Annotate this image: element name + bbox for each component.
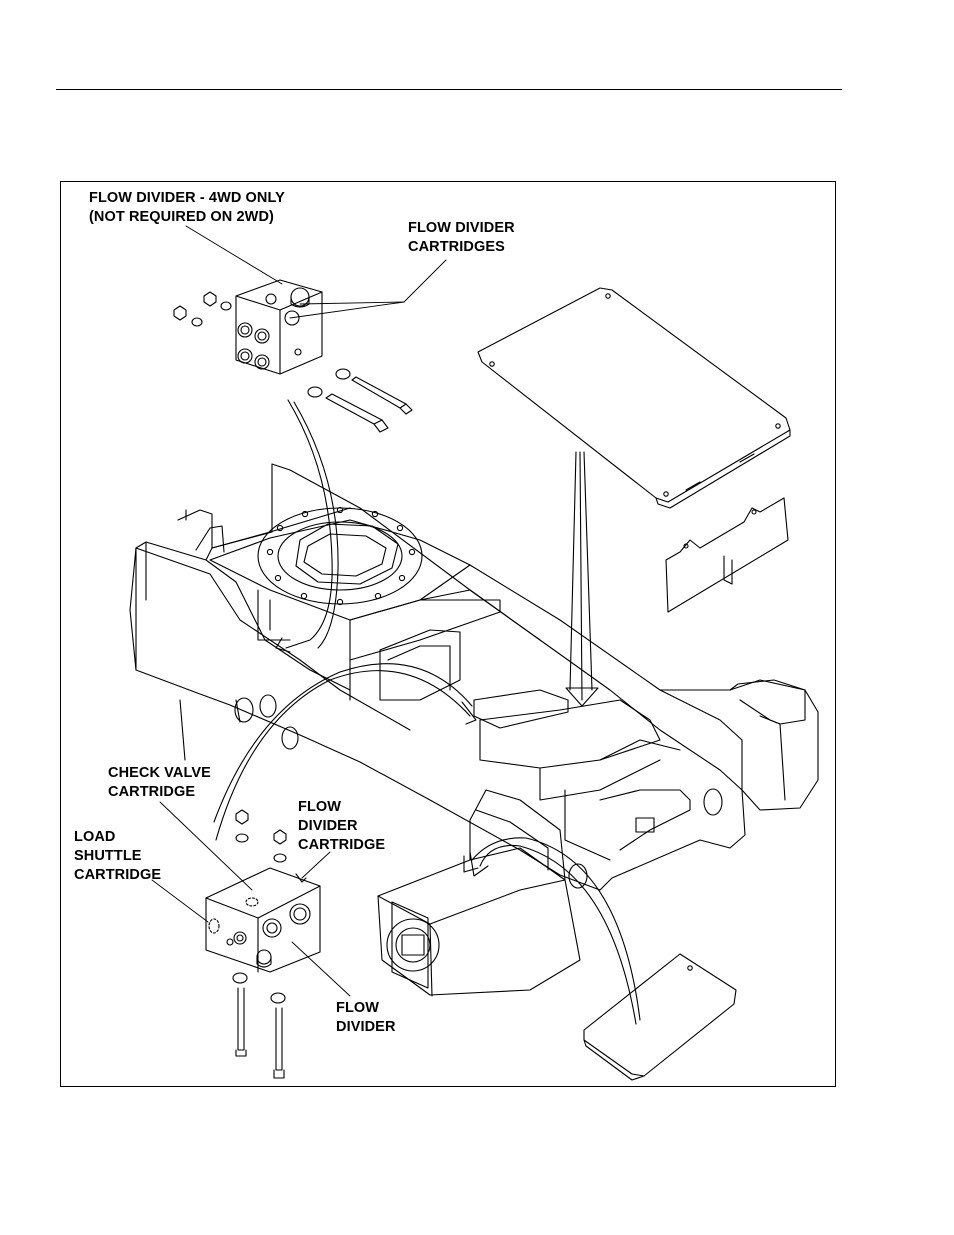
chassis-frame	[130, 464, 818, 996]
label-flow-divider-cartridges: FLOW DIVIDER CARTRIDGES	[408, 219, 515, 257]
label-check-valve-cartridge: CHECK VALVE CARTRIDGE	[108, 764, 211, 802]
label-flow-divider: FLOW DIVIDER	[336, 999, 396, 1037]
hardware-top	[174, 292, 412, 432]
label-flow-divider-4wd: FLOW DIVIDER - 4WD ONLY (NOT REQUIRED ON…	[89, 189, 285, 227]
lower-cover-plate	[584, 954, 736, 1080]
side-panel	[666, 498, 788, 612]
label-load-shuttle-cartridge: LOAD SHUTTLE CARTRIDGE	[74, 828, 161, 885]
assembly-arrows	[214, 400, 640, 1024]
leader-lines	[152, 226, 446, 996]
cover-plate	[478, 288, 790, 508]
label-flow-divider-cartridge: FLOW DIVIDER CARTRIDGE	[298, 798, 385, 855]
flow-divider-4wd-block	[236, 280, 322, 374]
